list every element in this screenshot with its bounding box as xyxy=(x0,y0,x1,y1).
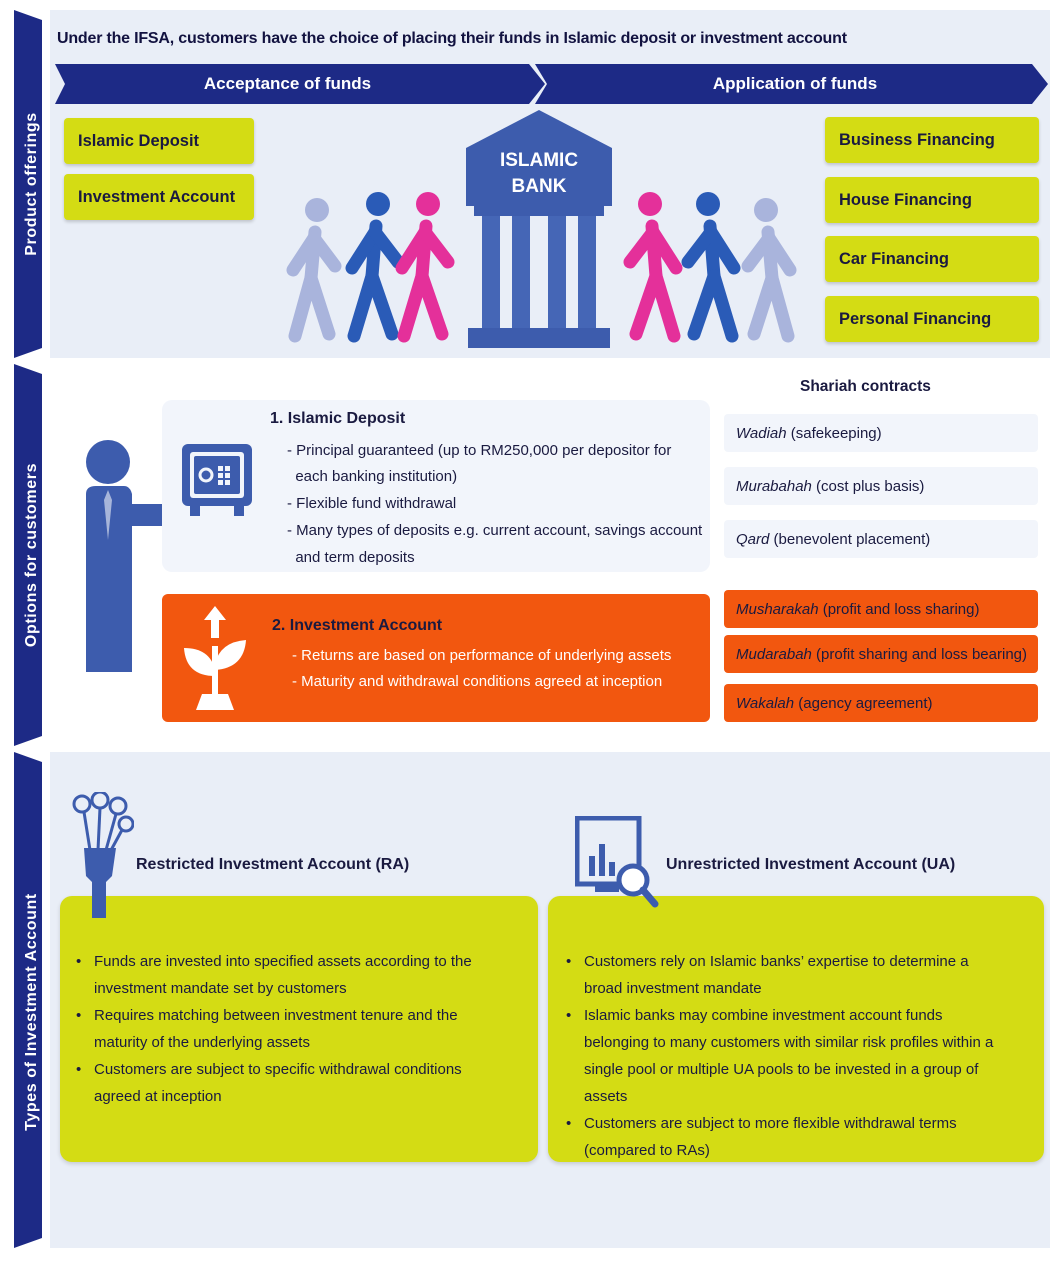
contract-name: Qard xyxy=(736,530,770,548)
deposit-line: - Principal guaranteed (up to RM250,000 … xyxy=(287,442,672,459)
application-item-business-financing: Business Financing xyxy=(825,117,1039,163)
list-item: Islamic banks may combine investment acc… xyxy=(562,1002,1008,1110)
unrestricted-account-title: Unrestricted Investment Account (UA) xyxy=(666,856,956,873)
contract-wadiah: Wadiah (safekeeping) xyxy=(724,414,1038,452)
contract-desc: (safekeeping) xyxy=(786,424,882,442)
person-walking-icon xyxy=(623,192,683,343)
islamic-deposit-box xyxy=(162,400,710,572)
intro-text: Under the IFSA, customers have the choic… xyxy=(57,30,847,47)
application-arrow-label: Application of funds xyxy=(712,74,878,93)
investment-title: 2. Investment Account xyxy=(272,617,443,634)
businessman-icon xyxy=(86,440,170,672)
deposit-line: each banking institution) xyxy=(287,468,458,485)
bank-label-line2: BANK xyxy=(511,176,567,197)
contract-qard: Qard (benevolent placement) xyxy=(724,520,1038,558)
deposit-title: 1. Islamic Deposit xyxy=(270,410,406,427)
shariah-contracts-heading: Shariah contracts xyxy=(800,378,931,395)
contract-name: Wadiah xyxy=(736,424,787,442)
hand-icon xyxy=(72,792,134,918)
plant-growth-icon xyxy=(184,606,246,710)
contract-desc: (cost plus basis) xyxy=(811,477,925,495)
deposit-line: - Flexible fund withdrawal xyxy=(287,495,457,512)
bank-building-icon xyxy=(466,110,612,348)
side-tab-product-offerings: Product offerings xyxy=(14,10,50,358)
application-item-car-financing: Car Financing xyxy=(825,236,1039,282)
contract-desc: (profit and loss sharing) xyxy=(818,600,980,618)
side-tab-types: Types of Investment Account xyxy=(14,752,50,1248)
investment-account-box xyxy=(162,594,710,722)
list-item: Requires matching between investment ten… xyxy=(72,1002,512,1056)
section-label-types: Types of Investment Account xyxy=(23,893,40,1131)
contract-name: Musharakah xyxy=(736,600,819,618)
application-item-personal-financing: Personal Financing xyxy=(825,296,1039,342)
list-item: Customers are subject to more flexible w… xyxy=(562,1110,1008,1164)
contract-musharakah: Musharakah (profit and loss sharing) xyxy=(724,590,1038,628)
acceptance-item-islamic-deposit: Islamic Deposit xyxy=(64,118,254,164)
restricted-account-title: Restricted Investment Account (RA) xyxy=(136,856,410,873)
contract-murabahah: Murabahah (cost plus basis) xyxy=(724,467,1038,505)
person-walking-icon xyxy=(286,198,342,343)
section-label-options: Options for customers xyxy=(23,462,40,648)
deposit-line: - Many types of deposits e.g. current ac… xyxy=(287,522,703,539)
unrestricted-bullet-list: Customers rely on Islamic banks’ experti… xyxy=(562,948,1008,1164)
contract-wakalah: Wakalah (agency agreement) xyxy=(724,684,1038,722)
contract-desc: (profit sharing and loss bearing) xyxy=(811,645,1028,663)
acceptance-arrow xyxy=(55,64,545,104)
safe-icon xyxy=(182,444,252,516)
investment-line: - Returns are based on performance of un… xyxy=(292,647,672,664)
deposit-line: and term deposits xyxy=(287,549,415,566)
acceptance-arrow-label: Acceptance of funds xyxy=(203,74,372,93)
application-arrow xyxy=(535,64,1048,104)
chart-magnifier-icon xyxy=(575,816,659,908)
contract-desc: (benevolent placement) xyxy=(769,530,931,548)
contract-desc: (agency agreement) xyxy=(794,694,933,712)
contract-mudarabah: Mudarabah (profit sharing and loss beari… xyxy=(724,635,1038,673)
contract-name: Wakalah xyxy=(736,694,795,712)
contract-name: Mudarabah xyxy=(736,645,812,663)
person-walking-icon xyxy=(741,198,797,343)
person-walking-icon xyxy=(681,192,741,343)
restricted-bullet-list: Funds are invested into specified assets… xyxy=(72,948,512,1110)
contract-name: Murabahah xyxy=(736,477,812,495)
side-tab-options: Options for customers xyxy=(14,364,50,746)
list-item: Funds are invested into specified assets… xyxy=(72,948,512,1002)
application-item-house-financing: House Financing xyxy=(825,177,1039,223)
list-item: Customers rely on Islamic banks’ experti… xyxy=(562,948,1008,1002)
bank-label-line1: ISLAMIC xyxy=(499,150,579,171)
section-label-product-offerings: Product offerings xyxy=(23,112,40,256)
acceptance-item-investment-account: Investment Account xyxy=(64,174,254,220)
list-item: Customers are subject to specific withdr… xyxy=(72,1056,512,1110)
person-walking-icon xyxy=(345,192,405,343)
person-walking-icon xyxy=(395,192,455,343)
investment-line: - Maturity and withdrawal conditions agr… xyxy=(292,673,663,690)
